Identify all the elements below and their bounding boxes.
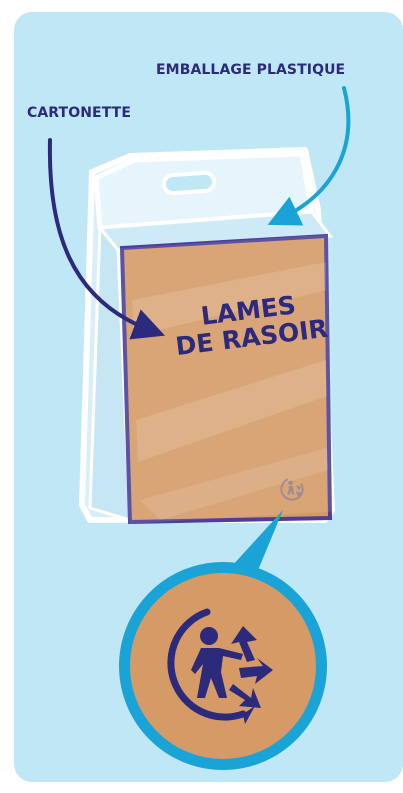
magnified-recycling-circle [119, 562, 327, 770]
plastic-front-face [118, 236, 332, 522]
cartonette-label: CARTONETTE [27, 105, 131, 121]
emballage-label: EMBALLAGE PLASTIQUE [156, 62, 345, 78]
